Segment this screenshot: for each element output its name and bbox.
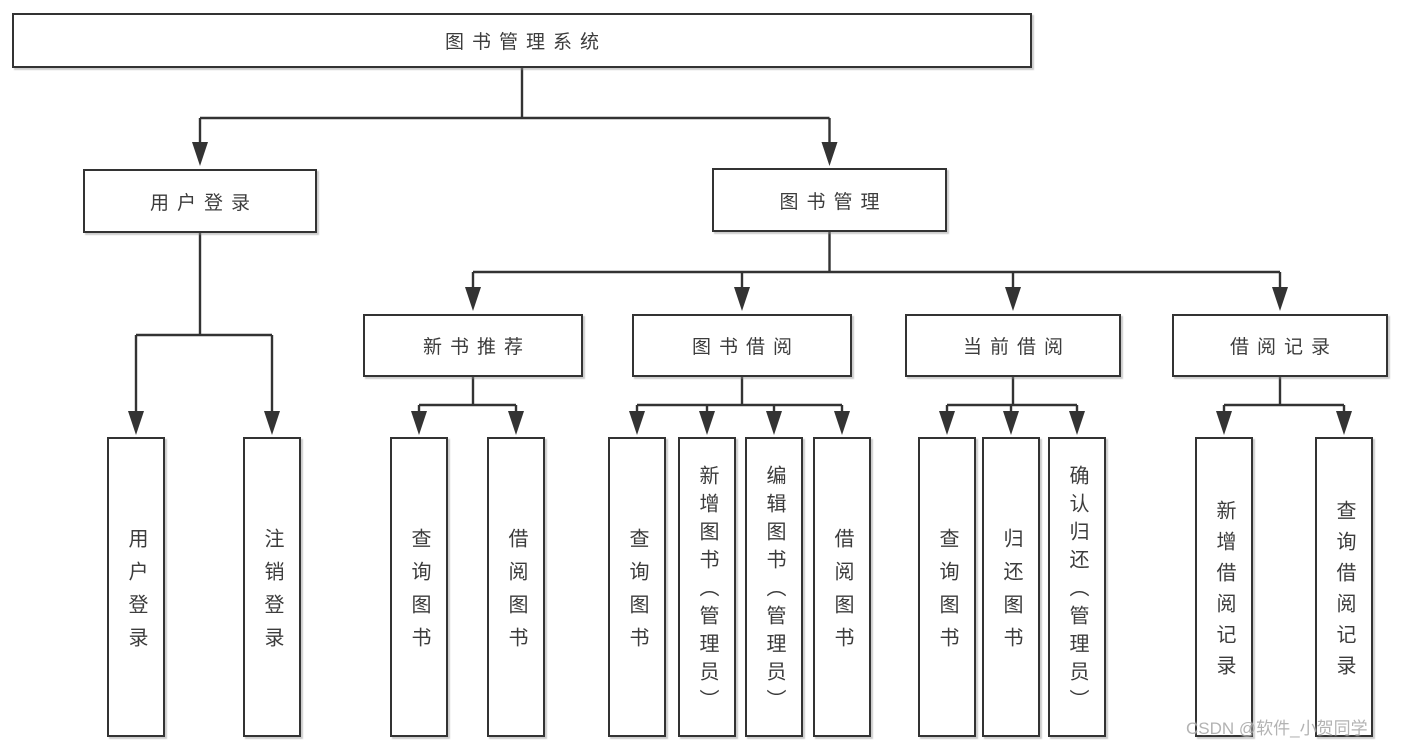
arrow-icon [1216,411,1232,435]
watermark: CSDN @软件_小贺同学 [1186,719,1368,738]
node-new-book-recommend: 新书推荐 [363,314,583,377]
node-book-management: 图书管理 [712,168,947,232]
leaf-borrow-books-borrowing: 借阅图书 [813,437,871,737]
node-user-login: 用户登录 [83,169,317,233]
leaf-label: 查询图书 [408,527,430,660]
leaf-label: 编辑图书（管理员） [763,465,785,717]
arrow-icon [128,411,144,435]
leaf-confirm-return-admin: 确认归还（管理员） [1048,437,1106,737]
leaf-user-login: 用户登录 [107,437,165,737]
leaf-logout: 注销登录 [243,437,301,737]
arrow-icon [508,411,524,435]
leaf-label: 借阅图书 [831,527,853,660]
node-label: 用户登录 [149,192,258,214]
leaf-query-books-recommend: 查询图书 [390,437,448,737]
leaf-label: 注销登录 [261,527,283,660]
node-label: 图书管理 [779,191,888,213]
node-borrowing-records: 借阅记录 [1172,314,1388,377]
arrow-icon [1069,411,1085,435]
arrow-icon [939,411,955,435]
node-label: 新书推荐 [422,337,531,358]
leaf-label: 用户登录 [125,527,147,660]
arrow-icon [192,142,208,166]
leaf-label: 查询借阅记录 [1333,499,1355,686]
arrow-icon [766,411,782,435]
arrow-icon [1272,287,1288,311]
leaf-return-books: 归还图书 [982,437,1040,737]
arrow-icon [734,287,750,311]
arrow-icon [699,411,715,435]
root-title: 图书管理系统 [444,32,607,53]
leaf-query-books-current: 查询图书 [918,437,976,737]
connector-path [134,68,1346,415]
arrowheads [128,142,1352,435]
leaf-add-books-admin: 新增图书（管理员） [678,437,736,737]
leaf-query-books-borrowing: 查询图书 [608,437,666,737]
arrow-icon [834,411,850,435]
arrow-icon [821,142,838,166]
arrow-icon [629,411,645,435]
node-label: 图书借阅 [691,337,800,358]
arrow-icon [1336,411,1352,435]
arrow-icon [465,287,481,311]
leaf-edit-books-admin: 编辑图书（管理员） [745,437,803,737]
node-label: 借阅记录 [1229,337,1338,358]
leaf-label: 确认归还（管理员） [1066,465,1088,717]
leaf-label: 借阅图书 [505,527,527,660]
arrow-icon [411,411,427,435]
leaf-label: 新增图书（管理员） [696,465,718,717]
arrow-icon [1003,411,1019,435]
leaf-label: 新增借阅记录 [1213,499,1235,686]
leaf-borrow-books-recommend: 借阅图书 [487,437,545,737]
arrow-icon [264,411,280,435]
arrow-icon [1005,287,1021,311]
node-label: 当前借阅 [962,337,1071,358]
leaf-label: 归还图书 [1000,527,1022,660]
node-book-borrowing: 图书借阅 [632,314,852,377]
node-library-management-system: 图书管理系统 [12,13,1032,68]
leaf-label: 查询图书 [626,527,648,660]
leaf-label: 查询图书 [936,527,958,660]
node-current-borrowing: 当前借阅 [905,314,1121,377]
leaf-add-borrow-record: 新增借阅记录 [1195,437,1253,737]
leaf-query-borrow-record: 查询借阅记录 [1315,437,1373,737]
